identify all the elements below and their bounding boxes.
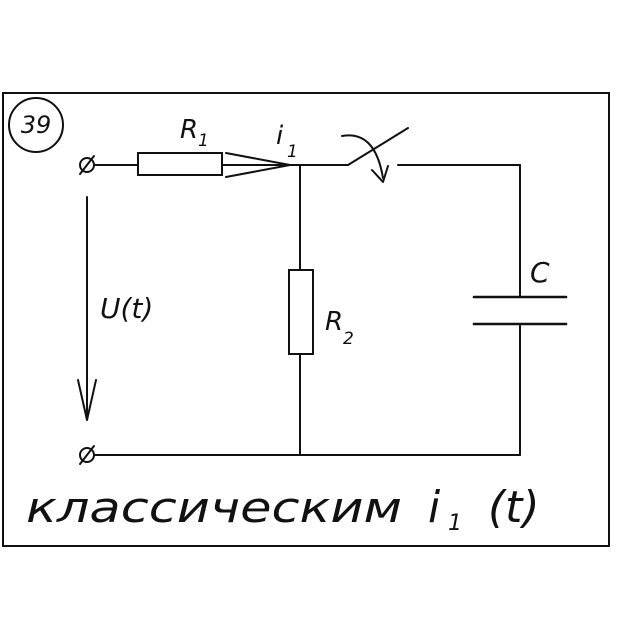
label-u: U(t) [100,292,153,325]
problem-number-circle [8,97,64,153]
caption-method: классическим [26,483,402,532]
resistor-r2 [288,269,314,355]
current-arrow-i1 [225,152,291,178]
problem-number: 39 [21,111,52,139]
label-r2-sub: 2 [343,329,354,349]
voltage-arrow-u [77,196,97,421]
input-terminal-bottom [79,445,95,465]
problem-number-badge: 39 [8,97,64,153]
caption: классическим i 1 (t) [26,482,540,536]
capacitor-c [472,295,568,326]
terminal-bottom-slash [79,445,95,465]
label-r2: R [325,307,343,337]
switch [341,127,409,183]
caption-current: i [428,482,441,533]
caption-argument: (t) [488,482,540,533]
label-i1: i [276,121,284,151]
outer-frame [2,92,610,547]
terminal-top-slash [79,155,95,175]
switch-arrow-head [371,165,389,183]
switch-blade [347,127,409,166]
input-terminal-top [79,155,95,175]
label-r1-sub: 1 [198,131,209,151]
switch-arrow-arc [341,134,384,179]
caption-current-sub: 1 [448,511,462,536]
label-r1: R [180,115,198,145]
label-c: C [530,256,550,289]
resistor-r1 [137,152,223,176]
voltage-arrow-head [77,379,97,421]
label-i1-sub: 1 [287,142,298,162]
